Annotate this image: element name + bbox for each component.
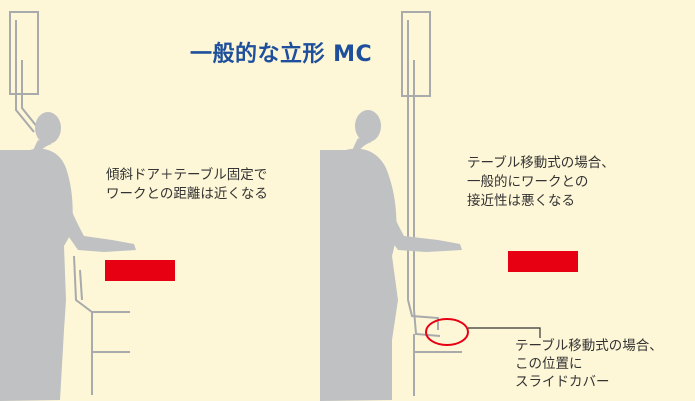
right-caption-line-2: 一般的にワークとの bbox=[467, 174, 589, 190]
left-caption-line-2: ワークとの距離は近くなる bbox=[106, 186, 268, 202]
left-workpiece bbox=[105, 260, 175, 281]
page-title: 一般的な立形 MC bbox=[190, 42, 373, 67]
right-caption: テーブル移動式の場合、 一般的にワークとの 接近性は悪くなる bbox=[467, 154, 615, 211]
left-caption: 傾斜ドア＋テーブル固定で ワークとの距離は近くなる bbox=[106, 166, 268, 204]
slide-cover-leader-line bbox=[468, 327, 541, 338]
left-person-silhouette bbox=[0, 112, 136, 401]
slide-cover-caption-line-3: スライドカバー bbox=[515, 374, 610, 390]
right-caption-line-3: 接近性は悪くなる bbox=[467, 193, 575, 209]
slide-cover-highlight bbox=[425, 318, 469, 346]
right-caption-line-1: テーブル移動式の場合、 bbox=[467, 155, 615, 171]
left-machine-frame bbox=[9, 11, 130, 395]
right-machine-frame bbox=[401, 11, 462, 396]
slide-cover-caption: テーブル移動式の場合、 この位置に スライドカバー bbox=[515, 337, 663, 391]
slide-cover-caption-line-2: この位置に bbox=[515, 356, 583, 372]
slide-cover-caption-line-1: テーブル移動式の場合、 bbox=[515, 338, 663, 354]
right-person-silhouette bbox=[320, 110, 462, 401]
left-caption-line-1: 傾斜ドア＋テーブル固定で bbox=[106, 167, 268, 183]
right-workpiece bbox=[508, 251, 578, 272]
